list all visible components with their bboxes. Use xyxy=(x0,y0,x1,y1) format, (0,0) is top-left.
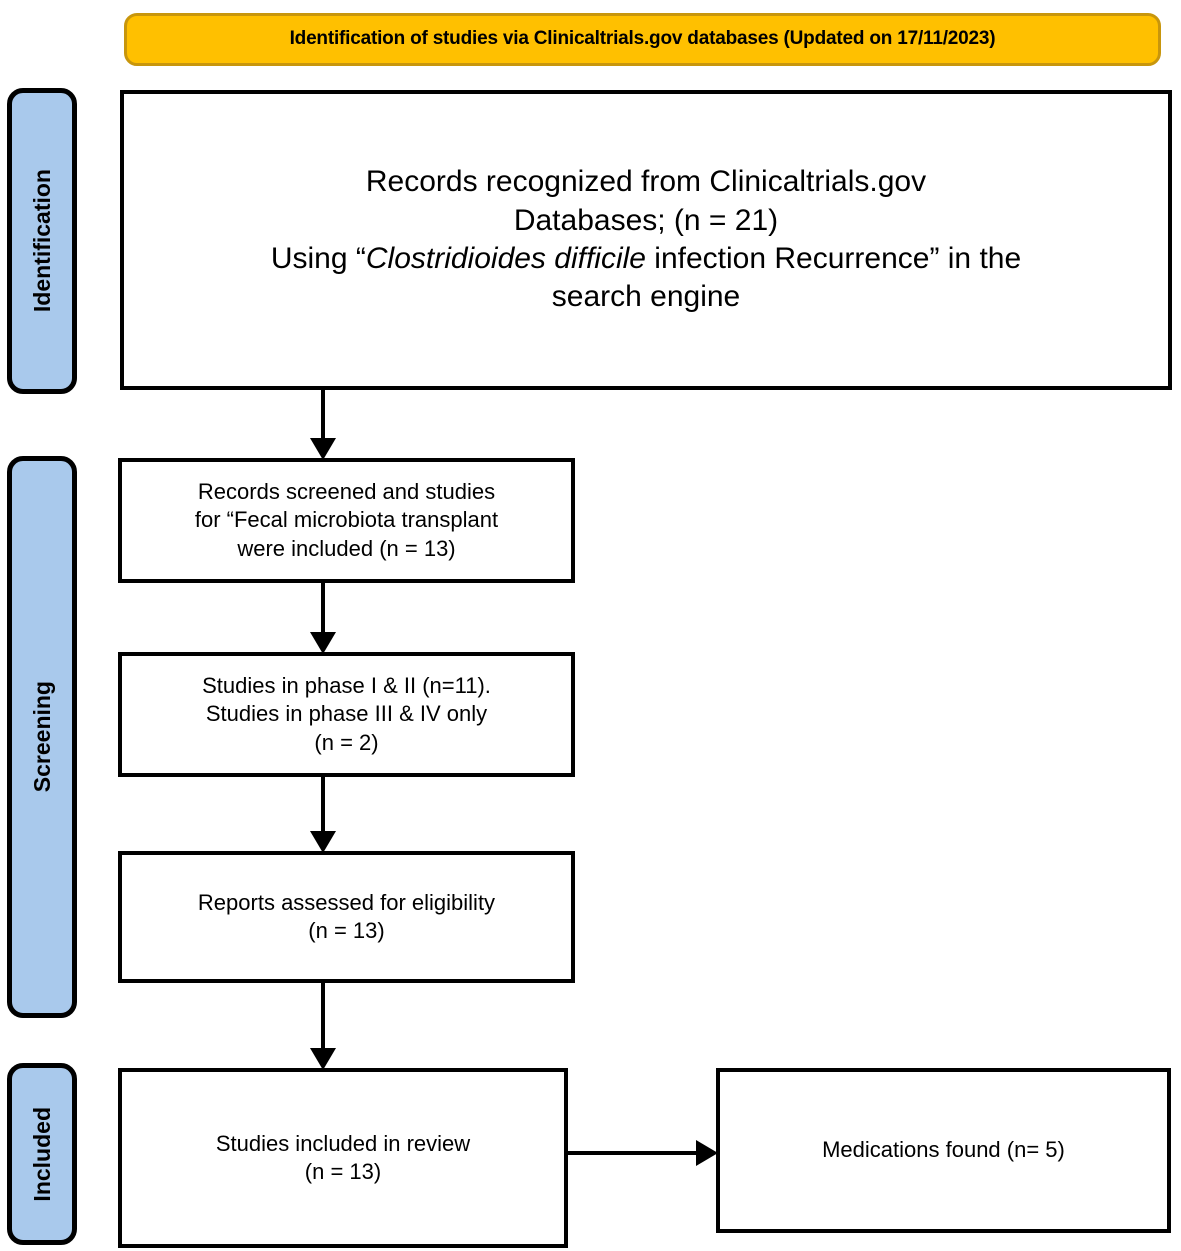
records-line-2: Databases; (n = 21) xyxy=(513,203,779,237)
arrow-screened-to-phases xyxy=(310,583,336,654)
medications-line-1: Medications found (n= 5) xyxy=(822,1137,1065,1163)
screened-line-3: were included (n = 13) xyxy=(237,535,456,561)
stage-label-screening: Screening xyxy=(7,456,77,1018)
stage-label-identification-text: Identification xyxy=(28,169,55,313)
included-line-2: (n = 13) xyxy=(304,1159,382,1184)
arrow-shaft xyxy=(321,777,325,831)
arrow-shaft xyxy=(566,1151,698,1155)
box-medications-found: Medications found (n= 5) xyxy=(716,1068,1171,1233)
box-reports-eligibility: Reports assessed for eligibility (n = 13… xyxy=(118,851,575,983)
stage-label-included-text: Included xyxy=(28,1106,55,1202)
arrow-phases-to-eligibility xyxy=(310,777,336,853)
eligibility-line-1: Reports assessed for eligibility xyxy=(197,889,496,915)
records-line-1: Records recognized from Clinicaltrials.g… xyxy=(365,165,927,199)
phases-line-3: (n = 2) xyxy=(314,729,379,755)
box-study-phases-text: Studies in phase I & II (n=11). Studies … xyxy=(190,672,503,756)
stage-label-identification: Identification xyxy=(7,88,77,394)
stage-label-included: Included xyxy=(7,1063,77,1245)
arrow-records-to-screened xyxy=(310,390,336,460)
records-line-3-italic: Clostridioides difficile xyxy=(365,242,646,275)
box-medications-found-text: Medications found (n= 5) xyxy=(810,1136,1077,1164)
box-records-screened-text: Records screened and studies for “Fecal … xyxy=(183,478,510,562)
box-records-recognized: Records recognized from Clinicaltrials.g… xyxy=(120,90,1172,390)
box-reports-eligibility-text: Reports assessed for eligibility (n = 13… xyxy=(186,889,507,945)
arrow-head-down-icon xyxy=(310,1048,336,1070)
screened-line-2: for “Fecal microbiota transplant xyxy=(194,507,499,533)
stage-label-screening-text: Screening xyxy=(28,681,55,793)
arrow-head-down-icon xyxy=(310,831,336,853)
arrow-shaft xyxy=(321,390,325,438)
screened-line-1: Records screened and studies xyxy=(197,479,496,505)
arrow-included-to-medications xyxy=(566,1140,718,1166)
box-studies-included-text: Studies included in review (n = 13) xyxy=(204,1130,482,1186)
box-study-phases: Studies in phase I & II (n=11). Studies … xyxy=(118,652,575,777)
box-records-screened: Records screened and studies for “Fecal … xyxy=(118,458,575,583)
records-line-3-prefix: Using “ xyxy=(270,242,366,275)
box-records-recognized-text: Records recognized from Clinicaltrials.g… xyxy=(259,163,1033,317)
box-studies-included: Studies included in review (n = 13) xyxy=(118,1068,568,1248)
phases-line-1: Studies in phase I & II (n=11). xyxy=(202,673,491,699)
arrow-head-down-icon xyxy=(310,438,336,460)
arrow-eligibility-to-included xyxy=(310,983,336,1070)
phases-line-2: Studies in phase III & IV only xyxy=(205,701,488,727)
included-line-1: Studies included in review xyxy=(215,1130,471,1156)
arrow-head-down-icon xyxy=(310,632,336,654)
header-banner: Identification of studies via Clinicaltr… xyxy=(124,13,1161,66)
records-line-3-suffix: infection Recurrence” in the xyxy=(645,242,1022,275)
header-banner-text: Identification of studies via Clinicaltr… xyxy=(289,28,996,50)
eligibility-line-2: (n = 13) xyxy=(308,918,385,943)
arrow-head-right-icon xyxy=(696,1140,718,1166)
arrow-shaft xyxy=(321,583,325,632)
records-line-4: search engine xyxy=(551,280,741,314)
arrow-shaft xyxy=(321,983,325,1048)
